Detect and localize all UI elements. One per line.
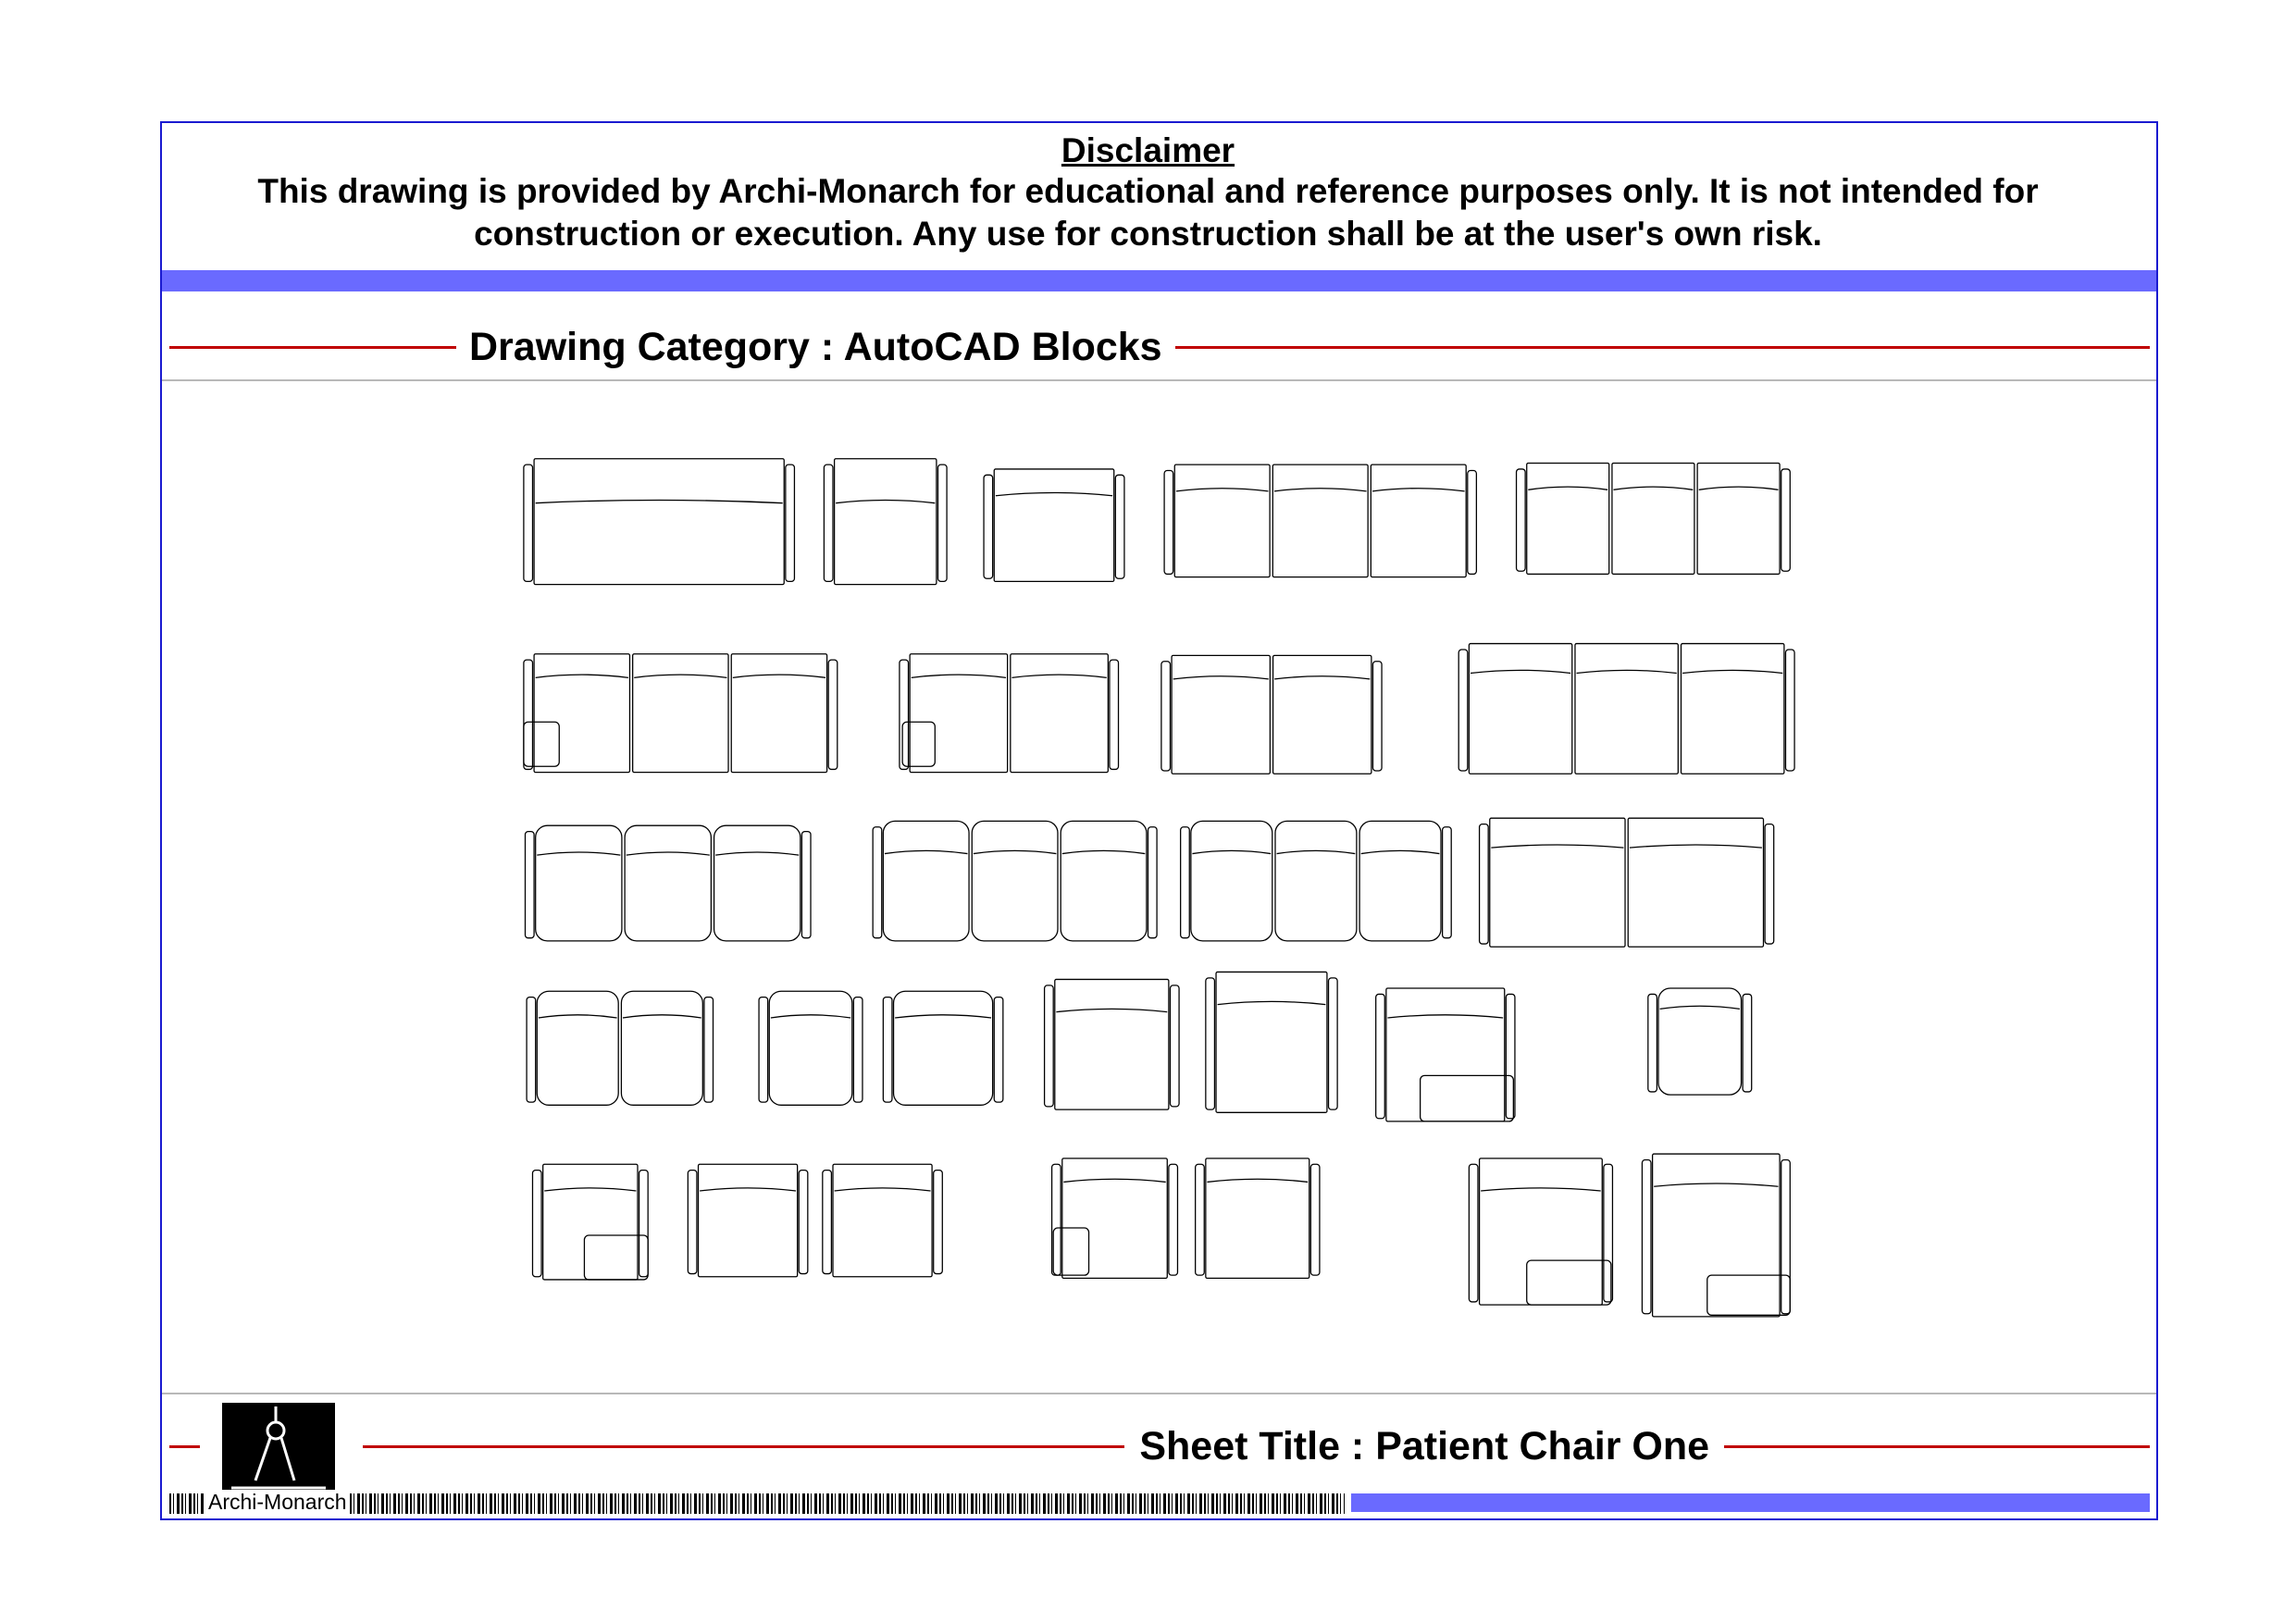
chair-block — [526, 990, 714, 1106]
chair-block — [523, 458, 796, 586]
separator-bottom — [162, 1393, 2156, 1394]
chair-block — [758, 990, 863, 1106]
chair-block — [1043, 978, 1180, 1110]
chair-block — [822, 1163, 943, 1278]
sheet-title: Sheet Title : Patient Chair One — [1139, 1423, 1709, 1468]
chair-block — [1375, 987, 1516, 1122]
header-band — [162, 270, 2156, 291]
drawing-category: Drawing Category : AutoCAD Blocks — [469, 324, 1162, 369]
rule-right — [1724, 1444, 2150, 1448]
chair-block — [524, 824, 812, 942]
chair-block — [1468, 1158, 1614, 1306]
chair-block — [1195, 1158, 1321, 1279]
rule-left — [169, 345, 456, 349]
chair-block — [899, 653, 1120, 774]
category-row: Drawing Category : AutoCAD Blocks — [169, 322, 2150, 372]
barcode-strip — [169, 1493, 1345, 1514]
footer-band — [1351, 1493, 2150, 1512]
chair-block — [1478, 817, 1775, 948]
chair-block — [1641, 1153, 1791, 1318]
chair-block — [823, 458, 948, 586]
separator-top — [162, 379, 2156, 381]
chair-block — [1160, 654, 1383, 774]
chair-block — [1205, 971, 1338, 1113]
sheet-title-row: Sheet Title : Patient Chair One — [169, 1421, 2150, 1471]
chair-block — [882, 990, 1004, 1106]
rule-right — [1174, 345, 2150, 349]
chair-block — [872, 820, 1158, 942]
rule-left — [169, 1444, 200, 1448]
chair-block — [1515, 462, 1791, 576]
chair-block — [1458, 642, 1795, 774]
archi-monarch-logo — [222, 1403, 335, 1492]
chair-block — [1163, 464, 1478, 578]
chair-block — [523, 653, 838, 774]
compass-icon — [231, 1406, 326, 1490]
chair-block — [531, 1163, 649, 1281]
brand-name: Archi-Monarch — [205, 1490, 350, 1515]
rule-mid — [363, 1444, 1125, 1448]
disclaimer-text: This drawing is provided by Archi-Monarc… — [257, 172, 2039, 253]
chair-block — [687, 1163, 809, 1278]
chair-block — [1050, 1158, 1179, 1279]
chair-block — [1647, 987, 1753, 1096]
chair-block — [1180, 820, 1452, 942]
chair-block — [983, 468, 1125, 583]
sheet-border — [160, 121, 2158, 1520]
disclaimer-title: Disclaimer — [1061, 131, 1235, 169]
